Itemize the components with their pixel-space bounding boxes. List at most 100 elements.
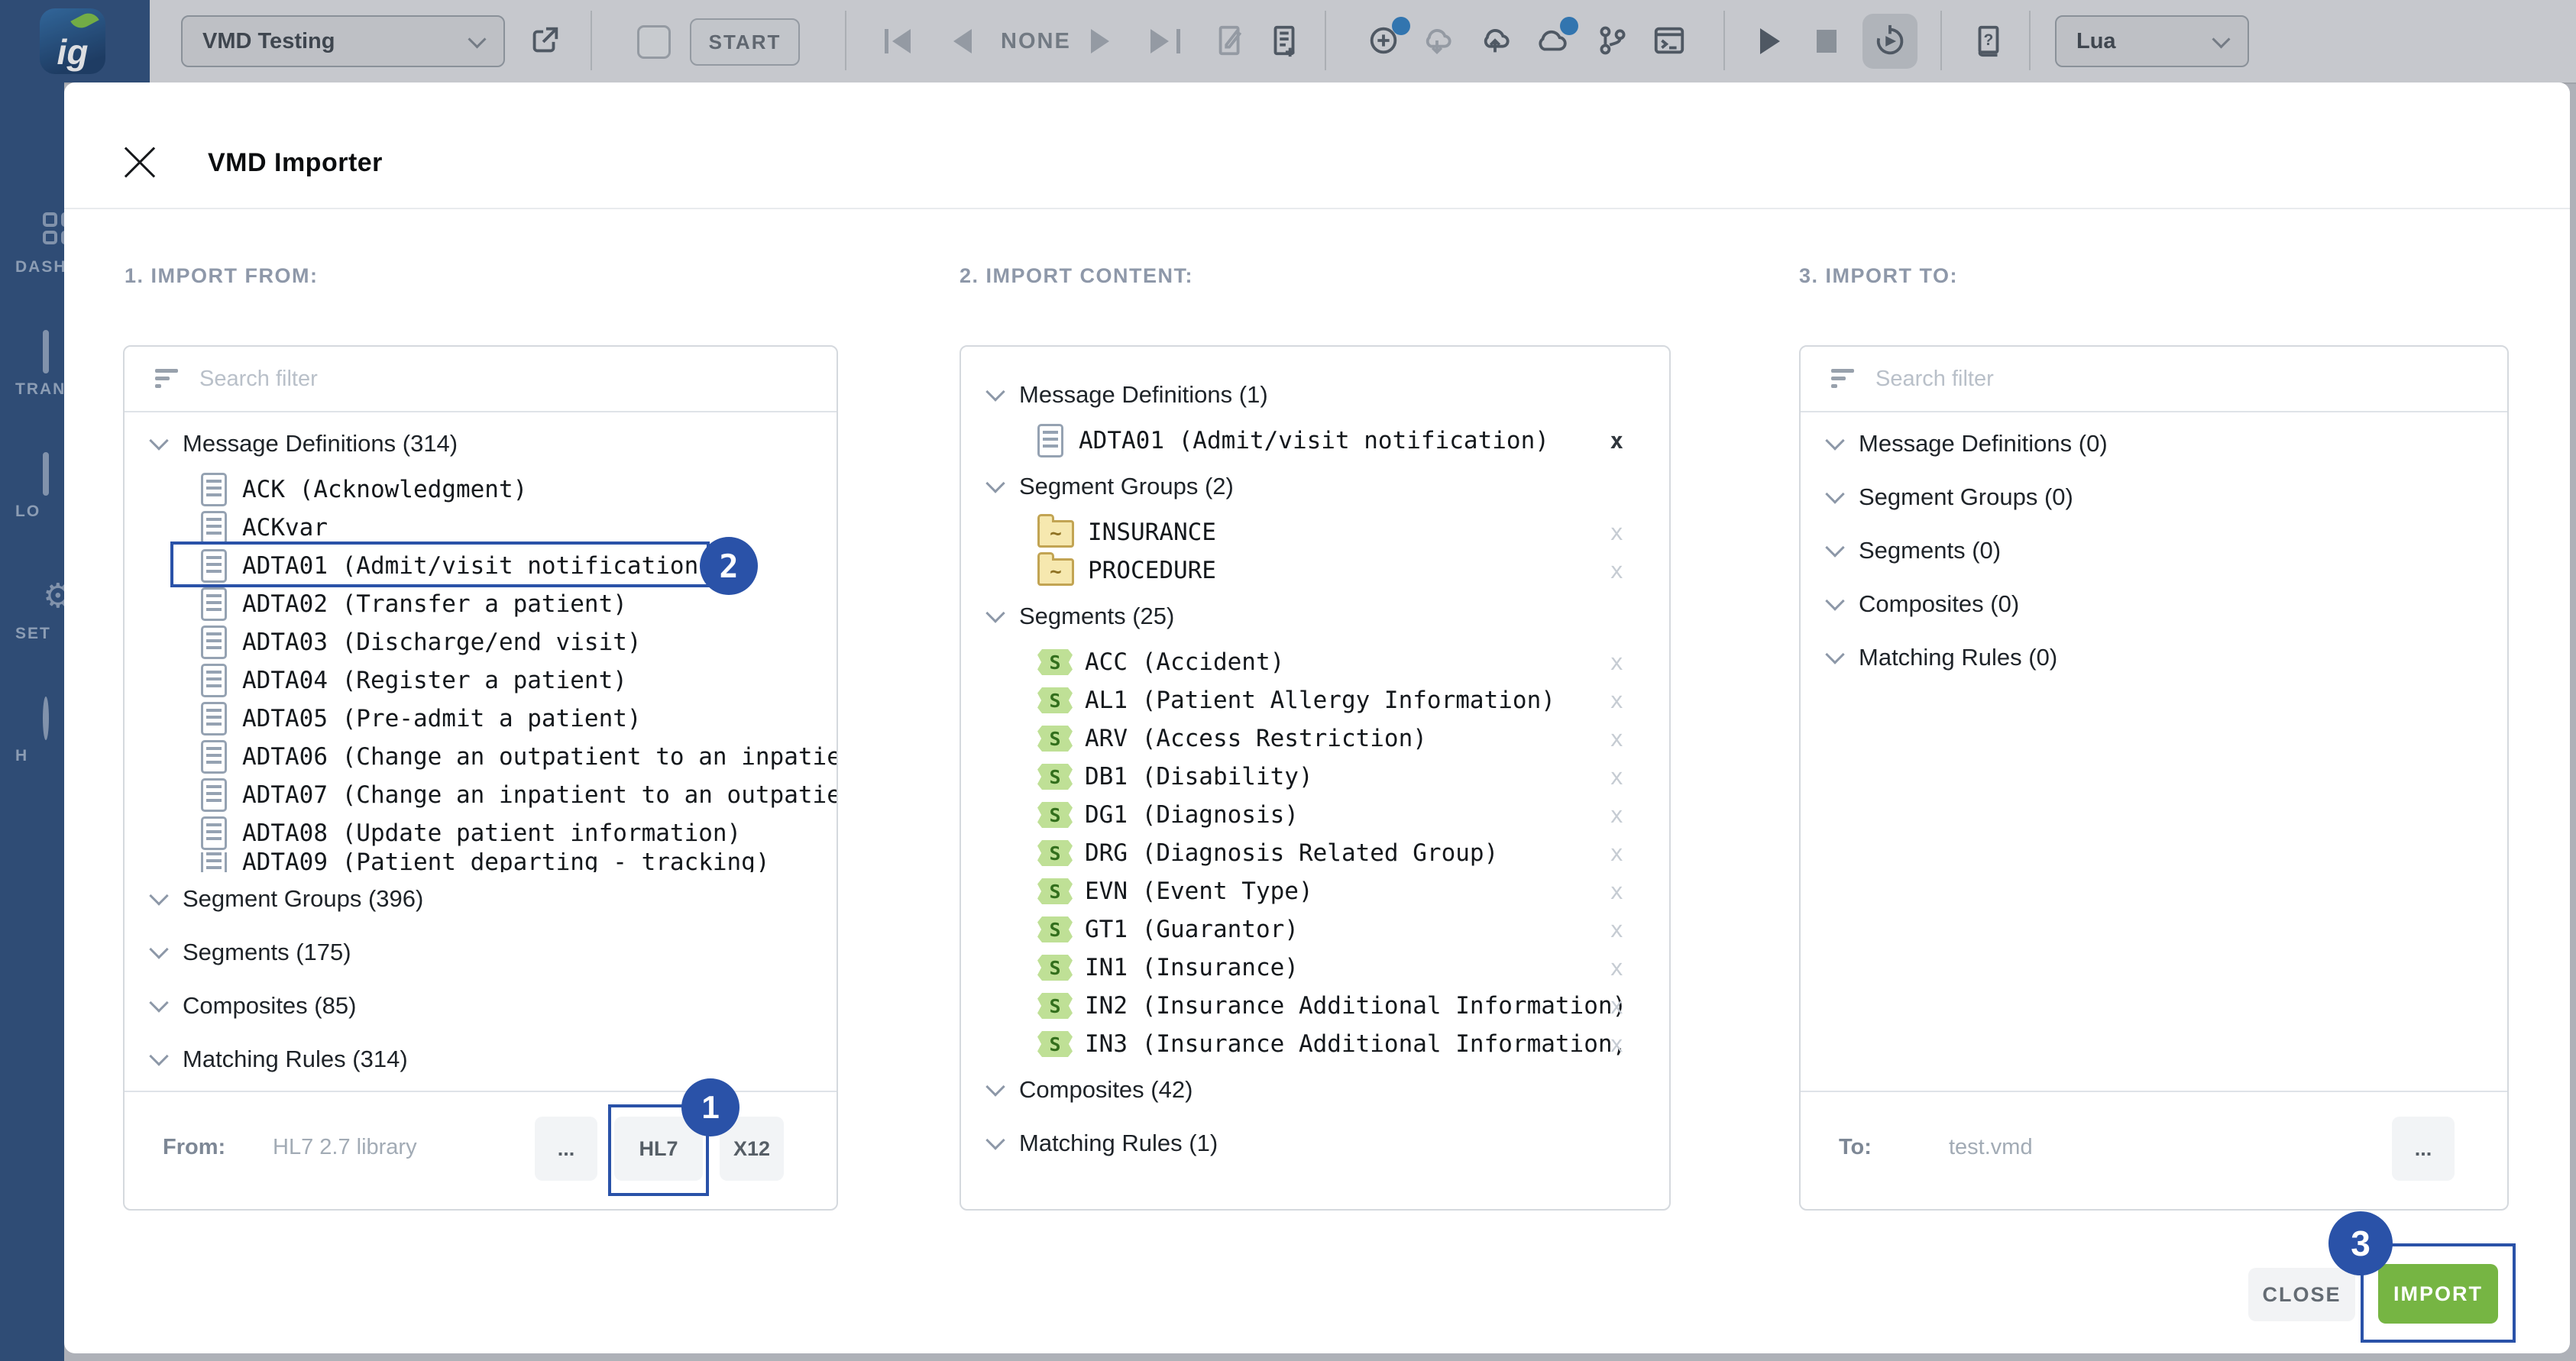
remove-item-icon[interactable]: x [1610,649,1623,675]
tree-group-label: Segments (0) [1859,537,2001,564]
message-definition-icon [201,473,227,506]
tree-item[interactable]: ADTA07 (Change an inpatient to an outpat… [125,776,837,814]
tree-item[interactable]: ADTA01 (Admit/visit notification)x [961,422,1669,460]
tree-item-label: ADTA03 (Discharge/end visit) [242,629,642,656]
tree-item[interactable]: ADTA01 (Admit/visit notification)2 [125,547,837,585]
tree-item[interactable]: ADTA09 (Patient departing - tracking) [125,852,837,872]
tree-item[interactable]: SARV (Access Restriction)x [961,719,1669,758]
message-definition-icon [1037,424,1063,457]
segment-icon: S [1037,802,1073,828]
segment-icon: S [1037,764,1073,790]
tree-item[interactable]: ADTA03 (Discharge/end visit) [125,623,837,661]
remove-item-icon[interactable]: x [1610,955,1623,981]
message-definition-icon [201,702,227,735]
tree-group[interactable]: Message Definitions (0) [1801,417,2507,470]
close-button[interactable]: CLOSE [2248,1268,2355,1321]
annotation-step3-badge: 3 [2328,1211,2393,1275]
tree-group[interactable]: Segment Groups (0) [1801,470,2507,524]
tree-item[interactable]: S DG1 (Diagnosis) x [961,796,1669,834]
tree-group[interactable]: Message Definitions (314) [125,417,837,470]
tree-group[interactable]: Segment Groups (396) [125,872,837,926]
tree-item[interactable]: ADTA05 (Pre-admit a patient) [125,700,837,738]
browse-from-button[interactable]: ... [535,1117,597,1181]
segment-icon: S [1037,916,1073,942]
annotation-step1-badge: 1 [681,1078,739,1136]
segment-icon: S [1037,955,1073,981]
tree-item-label: ADTA01 (Admit/visit notification) [242,552,713,580]
tree-item-label: INSURANCE [1088,519,1216,546]
remove-item-icon[interactable]: x [1610,878,1623,904]
tree-item[interactable]: SACC (Accident)x [961,643,1669,681]
footer-value: test.vmd [1949,1135,2033,1160]
remove-item-icon[interactable]: x [1610,1031,1623,1057]
footer-buttons: ... [2392,1117,2455,1181]
search-input[interactable] [198,366,678,393]
remove-item-icon[interactable]: x [1610,993,1623,1019]
remove-item-icon[interactable]: x [1610,428,1623,454]
tree-group[interactable]: Matching Rules (1) [961,1117,1669,1170]
tree-item[interactable]: S IN3 (Insurance Additional Information,x [961,1025,1669,1063]
tree-group[interactable]: Composites (0) [1801,577,2507,631]
remove-item-icon[interactable]: x [1610,519,1623,545]
tree-item[interactable]: S DRG (Diagnosis Related Group) x [961,834,1669,872]
segment-icon: S [1037,687,1073,713]
tree-item[interactable]: SIN2 (Insurance Additional Information)x [961,987,1669,1025]
tree-group[interactable]: Segments (0) [1801,524,2507,577]
footer-buttons: ...HL71X12 [535,1117,784,1181]
remove-item-icon[interactable]: x [1610,558,1623,584]
tree-item-label: DG1 (Diagnosis) [1085,801,1299,829]
tree-group[interactable]: Composites (85) [125,979,837,1033]
remove-item-icon[interactable]: x [1610,726,1623,752]
tree-group-label: Segment Groups (2) [1019,473,1234,500]
tree-item[interactable]: SDB1 (Disability)x [961,758,1669,796]
tree-item-label: ADTA02 (Transfer a patient) [242,590,627,618]
remove-item-icon[interactable]: x [1610,840,1623,866]
tree-group[interactable]: Matching Rules (314) [125,1033,837,1086]
segment-icon: S [1037,1031,1073,1057]
tree-item[interactable]: SIN1 (Insurance)x [961,949,1669,987]
chevron-down-icon [149,939,168,959]
remove-item-icon[interactable]: x [1610,687,1623,713]
tree-group[interactable]: Matching Rules (0) [1801,631,2507,684]
chevron-down-icon [1825,591,1844,610]
tree-group[interactable]: Message Definitions (1) [961,368,1669,422]
segment-icon: S [1037,840,1073,866]
chevron-down-icon [1825,484,1844,503]
browse-to-button[interactable]: ... [2392,1117,2455,1181]
tree-group[interactable]: Segments (25) [961,590,1669,643]
close-icon[interactable] [122,145,157,180]
tree-item[interactable]: ACK (Acknowledgment) [125,470,837,509]
tree-item[interactable]: ~PROCEDUREx [961,551,1669,590]
tree-item[interactable]: ADTA04 (Register a patient) [125,661,837,700]
tree-item-label: ADTA06 (Change an outpatient to an inpat… [242,743,838,771]
tree-item[interactable]: ADTA08 (Update patient information) [125,814,837,852]
chevron-down-icon [149,993,168,1012]
import-button[interactable]: IMPORT [2378,1264,2498,1324]
tree-item[interactable]: ADTA06 (Change an outpatient to an inpat… [125,738,837,776]
tree-item[interactable]: SGT1 (Guarantor)x [961,910,1669,949]
message-definition-icon [201,587,227,621]
filter-icon [155,369,178,389]
tree-group-label: Segment Groups (0) [1859,483,2073,511]
tree-item[interactable]: SEVN (Event Type)x [961,872,1669,910]
segment-icon: S [1037,993,1073,1019]
tree-group-label: Message Definitions (0) [1859,430,2108,457]
segment-icon: S [1037,726,1073,752]
tree-item-label: DRG (Diagnosis Related Group) [1085,839,1498,867]
message-definition-icon [201,664,227,697]
segment-icon: S [1037,878,1073,904]
tree-item-label: IN3 (Insurance Additional Information, [1085,1030,1626,1058]
tree-group[interactable]: Segment Groups (2) [961,460,1669,513]
remove-item-icon[interactable]: x [1610,802,1623,828]
remove-item-icon[interactable]: x [1610,916,1623,942]
chevron-down-icon [985,1077,1005,1096]
tree-group-label: Composites (85) [183,992,356,1020]
tree-item[interactable]: SAL1 (Patient Allergy Information)x [961,681,1669,719]
panel-footer: From:HL7 2.7 library...HL71X12 [125,1091,837,1209]
remove-item-icon[interactable]: x [1610,764,1623,790]
tree-item[interactable]: ~INSURANCEx [961,513,1669,551]
tree-group[interactable]: Composites (42) [961,1063,1669,1117]
tree-item-label: ACC (Accident) [1085,648,1284,676]
tree-group[interactable]: Segments (175) [125,926,837,979]
search-input[interactable] [1874,366,2351,393]
